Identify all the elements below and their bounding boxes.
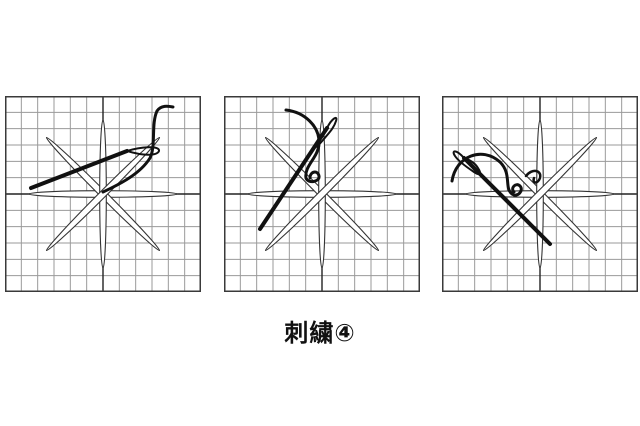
embroidery-step-1-diagram <box>5 96 201 292</box>
embroidery-step-3-panel <box>442 96 638 292</box>
needle-thread-icon <box>450 150 552 246</box>
step-caption: 刺繍④ <box>284 319 356 347</box>
star-petals <box>465 119 615 269</box>
grid-frame <box>442 96 638 292</box>
embroidery-step-2-panel <box>224 96 420 292</box>
grid-frame <box>5 96 201 292</box>
embroidery-step-2-diagram <box>224 96 420 292</box>
star-petal <box>264 136 380 252</box>
star-petal <box>482 136 598 252</box>
needle-thread-icon <box>258 108 338 231</box>
star-petal <box>45 136 161 252</box>
embroidery-step-1-panel <box>5 96 201 292</box>
star-petals <box>28 119 178 269</box>
embroidery-step-3-diagram <box>442 96 638 292</box>
grid-frame <box>224 96 420 292</box>
needle-thread-icon <box>29 104 175 194</box>
